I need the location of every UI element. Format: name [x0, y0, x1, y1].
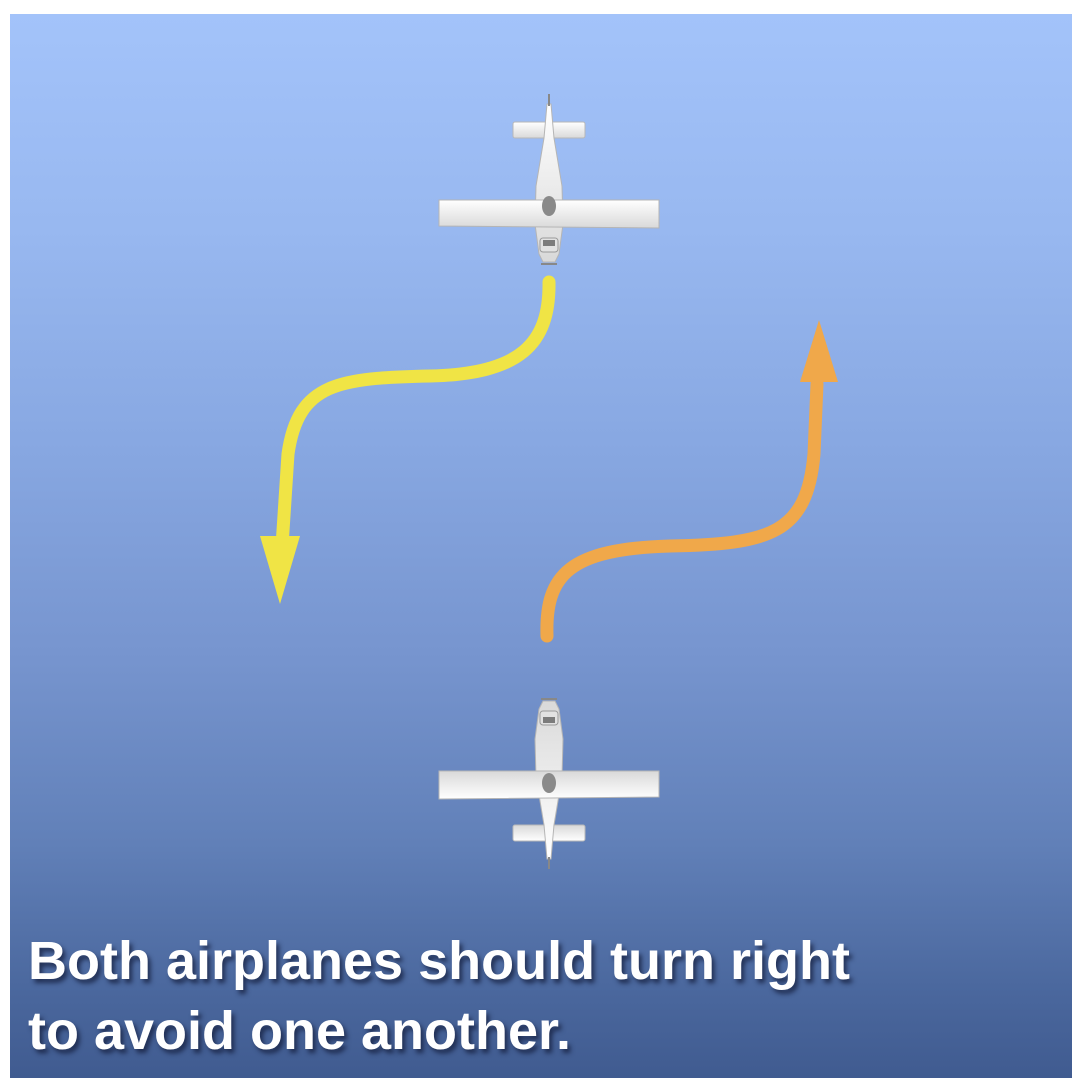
orange-turn-arrow-icon	[540, 320, 838, 643]
diagram-scene	[260, 94, 838, 869]
caption-line-2: to avoid one another.	[28, 1001, 572, 1061]
airplane-bottom-icon	[438, 698, 660, 869]
caption-line-1: Both airplanes should turn right	[28, 931, 850, 991]
diagram-frame: Both airplanes should turn right to avoi…	[10, 14, 1072, 1078]
caption-text: Both airplanes should turn right to avoi…	[28, 926, 1048, 1066]
airplane-top-icon	[438, 94, 660, 265]
yellow-turn-arrow-icon	[260, 275, 556, 604]
